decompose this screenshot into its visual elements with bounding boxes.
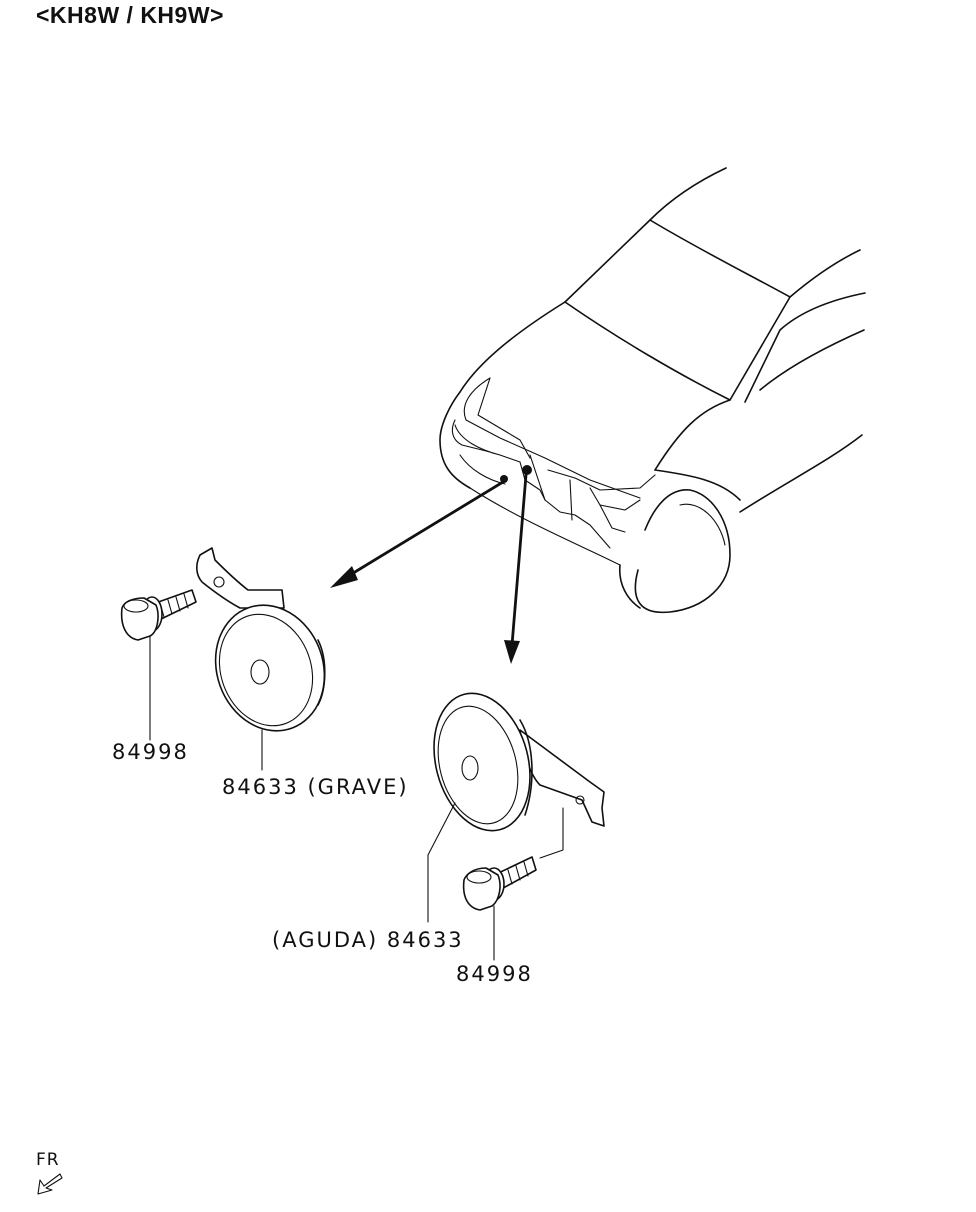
vehicle-outline [439, 167, 866, 614]
bolt-left-icon [120, 589, 197, 741]
horn-high-icon [427, 692, 605, 923]
label-horn-high: (AGUDA) 84633 [272, 928, 464, 952]
location-arrows [330, 465, 532, 664]
label-bolt-left: 84998 [112, 740, 189, 764]
horn-low-icon [196, 547, 326, 771]
label-bolt-right: 84998 [456, 962, 533, 986]
orientation-label: FR [36, 1150, 60, 1170]
front-direction-arrow-icon [37, 1173, 63, 1195]
bolt-right-icon [462, 856, 537, 961]
label-horn-low: 84633 (GRAVE) [222, 775, 409, 799]
diagram-title: <KH8W / KH9W> [36, 2, 224, 28]
